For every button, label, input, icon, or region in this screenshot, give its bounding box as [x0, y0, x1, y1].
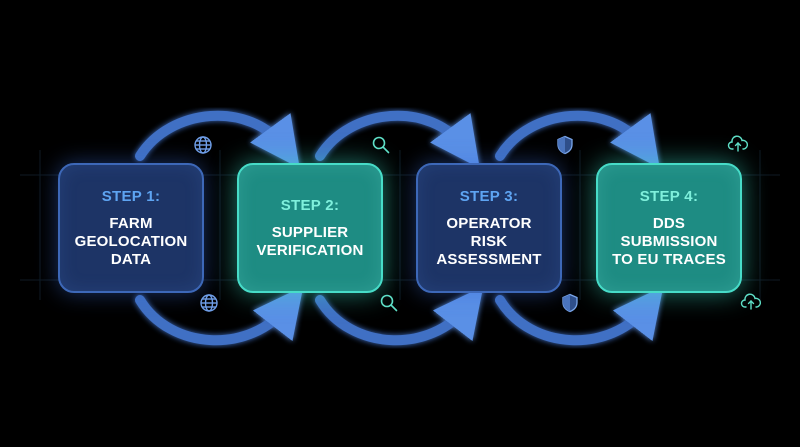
step-3-label: STEP 3: — [459, 187, 519, 205]
step-3-line-1: OPERATOR — [446, 214, 532, 232]
arrow-top-3-4 — [495, 110, 660, 169]
step-4-line-1: DDS — [652, 214, 686, 232]
step-4-label: STEP 4: — [639, 187, 699, 205]
bottom-arrows — [135, 286, 664, 346]
step-2-label: STEP 2: — [280, 196, 340, 214]
step-4-line-3: TO EU TRACES — [612, 250, 726, 268]
step-1-box: STEP 1: FARM GEOLOCATION DATA — [58, 163, 204, 293]
magnifier-icon — [378, 292, 400, 314]
step-2-box: STEP 2: SUPPLIER VERIFICATION — [237, 163, 383, 293]
step-1-line-2: GEOLOCATION — [74, 232, 188, 250]
shield-icon — [554, 134, 576, 156]
step-2-line-1: SUPPLIER — [271, 223, 349, 241]
step-3-box: STEP 3: OPERATOR RISK ASSESSMENT — [416, 163, 562, 293]
step-1-label: STEP 1: — [101, 187, 161, 205]
magnifier-icon — [370, 134, 392, 156]
arrow-bottom-2-3 — [315, 286, 484, 346]
arrow-bottom-1-2 — [135, 286, 304, 346]
arrow-top-1-2 — [135, 110, 300, 169]
globe-icon — [198, 292, 220, 314]
step-4-box: STEP 4: DDS SUBMISSION TO EU TRACES — [596, 163, 742, 293]
step-4-line-2: SUBMISSION — [620, 232, 718, 250]
step-1-line-3: DATA — [110, 250, 152, 268]
step-3-line-2: RISK — [470, 232, 508, 250]
globe-icon — [192, 134, 214, 156]
cloud-upload-icon — [727, 133, 749, 155]
step-1-line-1: FARM — [109, 214, 153, 232]
cloud-upload-icon — [740, 291, 762, 313]
arrow-bottom-3-4 — [495, 286, 664, 346]
arrow-top-2-3 — [315, 110, 480, 169]
top-arrows — [135, 110, 660, 169]
step-3-line-3: ASSESSMENT — [436, 250, 542, 268]
shield-icon — [559, 292, 581, 314]
step-2-line-2: VERIFICATION — [256, 241, 364, 259]
